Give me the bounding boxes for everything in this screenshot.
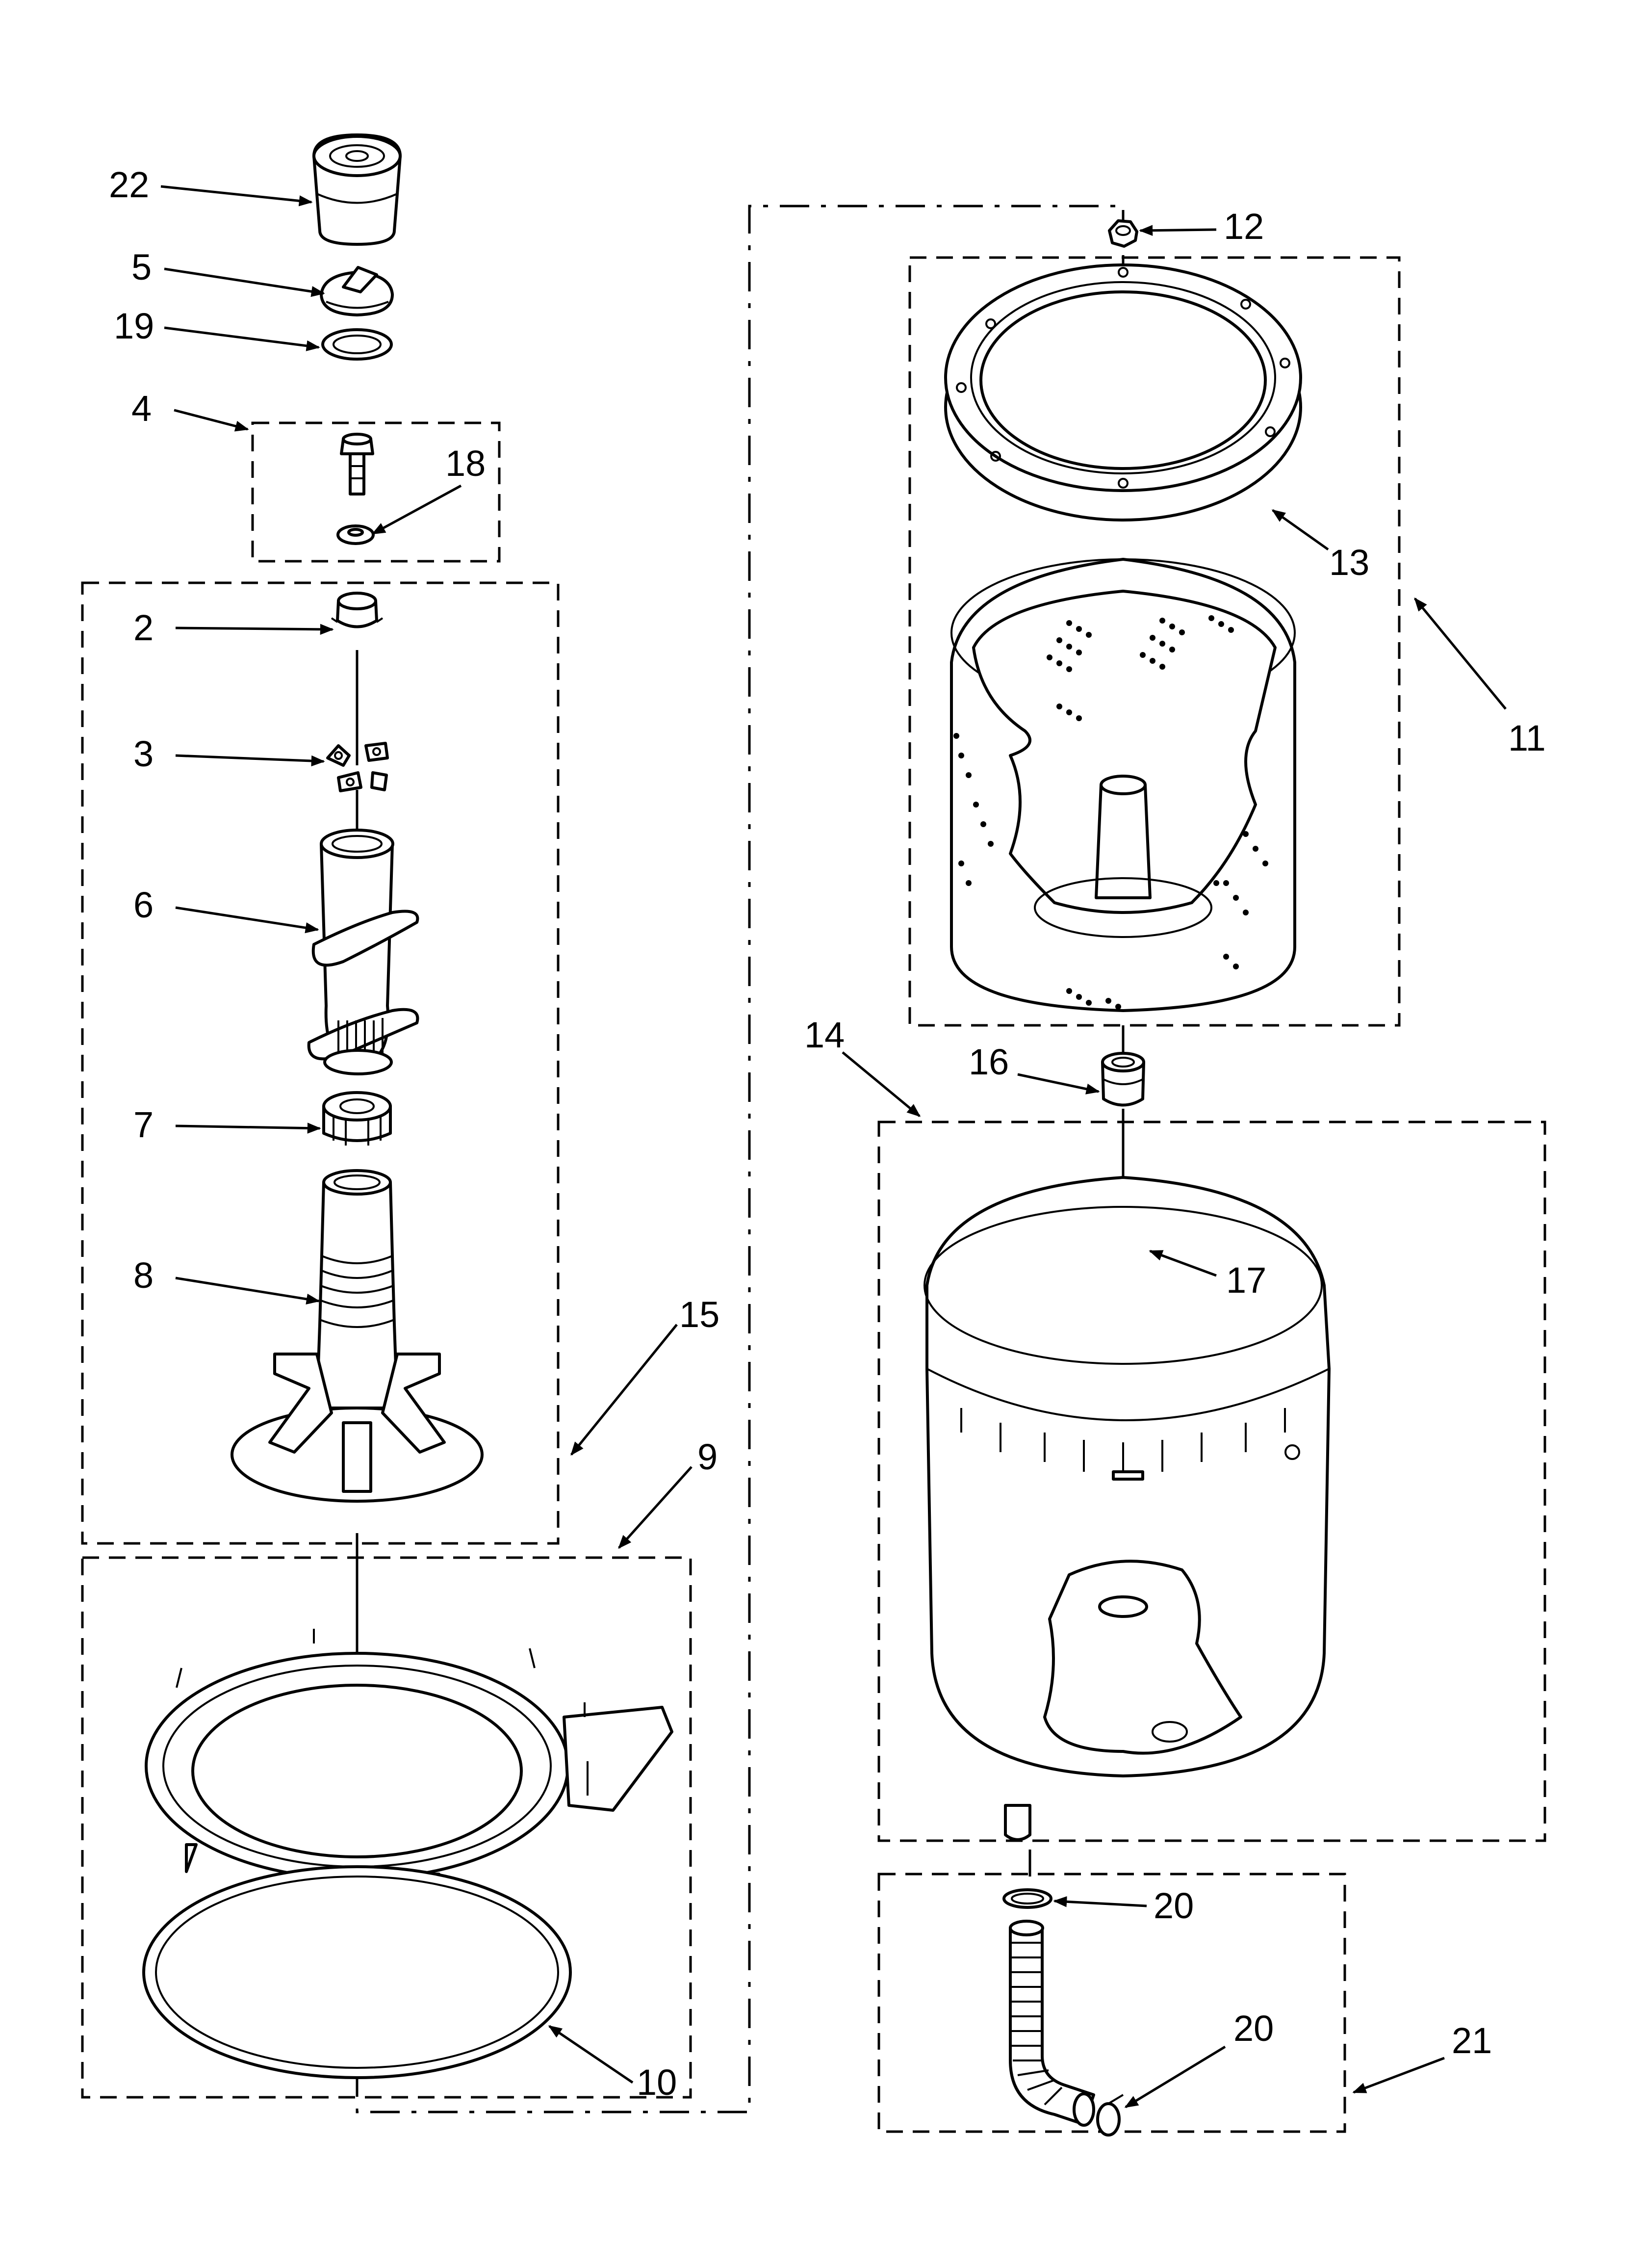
box-9 [81,1556,692,2099]
callout-12: 12 [1224,206,1264,247]
callout-7: 7 [133,1104,154,1145]
box-4 [251,421,501,563]
box-21 [877,1873,1346,2133]
agitator-base-part [231,1169,484,1503]
box-11 [908,256,1401,1027]
tub-seal-part [142,1865,572,2079]
cam-part [331,592,384,628]
callout-14: 14 [804,1015,845,1055]
agitator-cap-part [320,266,394,316]
callout-15: 15 [679,1294,719,1335]
leader-lines [160,185,1507,2109]
wash-basket-part [950,558,1296,1012]
callout-5: 5 [131,247,152,287]
dispenser-cap-part [312,133,402,246]
tub-ring-part [145,1629,673,1905]
drive-block-part [322,1091,392,1146]
basket-perforations [953,615,1268,1010]
hose-clamp-top-part [1002,1888,1052,1909]
callout-labels: 22 5 19 4 18 2 3 6 7 8 15 9 10 12 13 11 … [109,164,1546,2103]
callout-20-bottom: 20 [1233,2008,1274,2049]
callout-10: 10 [637,2062,677,2103]
hose-clamp-bottom-part [1096,2094,1124,2137]
o-ring-part [321,328,393,361]
callout-2: 2 [133,607,154,648]
washer-part [336,524,375,545]
box-15 [81,581,560,1545]
agitator-auger-part [307,829,419,1075]
callout-6: 6 [133,885,154,925]
outer-tub-part [924,1176,1331,1841]
callout-3: 3 [133,733,154,774]
callout-13: 13 [1329,542,1369,583]
callout-17: 17 [1226,1260,1266,1301]
callout-20-top: 20 [1154,1885,1194,1926]
spanner-nut-part [1108,219,1138,248]
callout-9: 9 [697,1436,718,1477]
drain-hose-part [1009,1920,1095,2127]
callout-22: 22 [109,164,149,205]
callout-4: 4 [131,388,152,429]
callout-8: 8 [133,1255,154,1296]
callout-11: 11 [1508,718,1546,758]
callout-21: 21 [1452,2020,1492,2061]
agitator-dogs-part [326,742,389,792]
bolt-part [340,433,374,495]
callout-16: 16 [969,1042,1009,1082]
callout-19: 19 [114,306,154,346]
balance-ring-part [944,263,1302,521]
drive-bushing-part [1101,1052,1145,1107]
callout-18: 18 [445,443,486,484]
box-14 [877,1121,1546,1842]
